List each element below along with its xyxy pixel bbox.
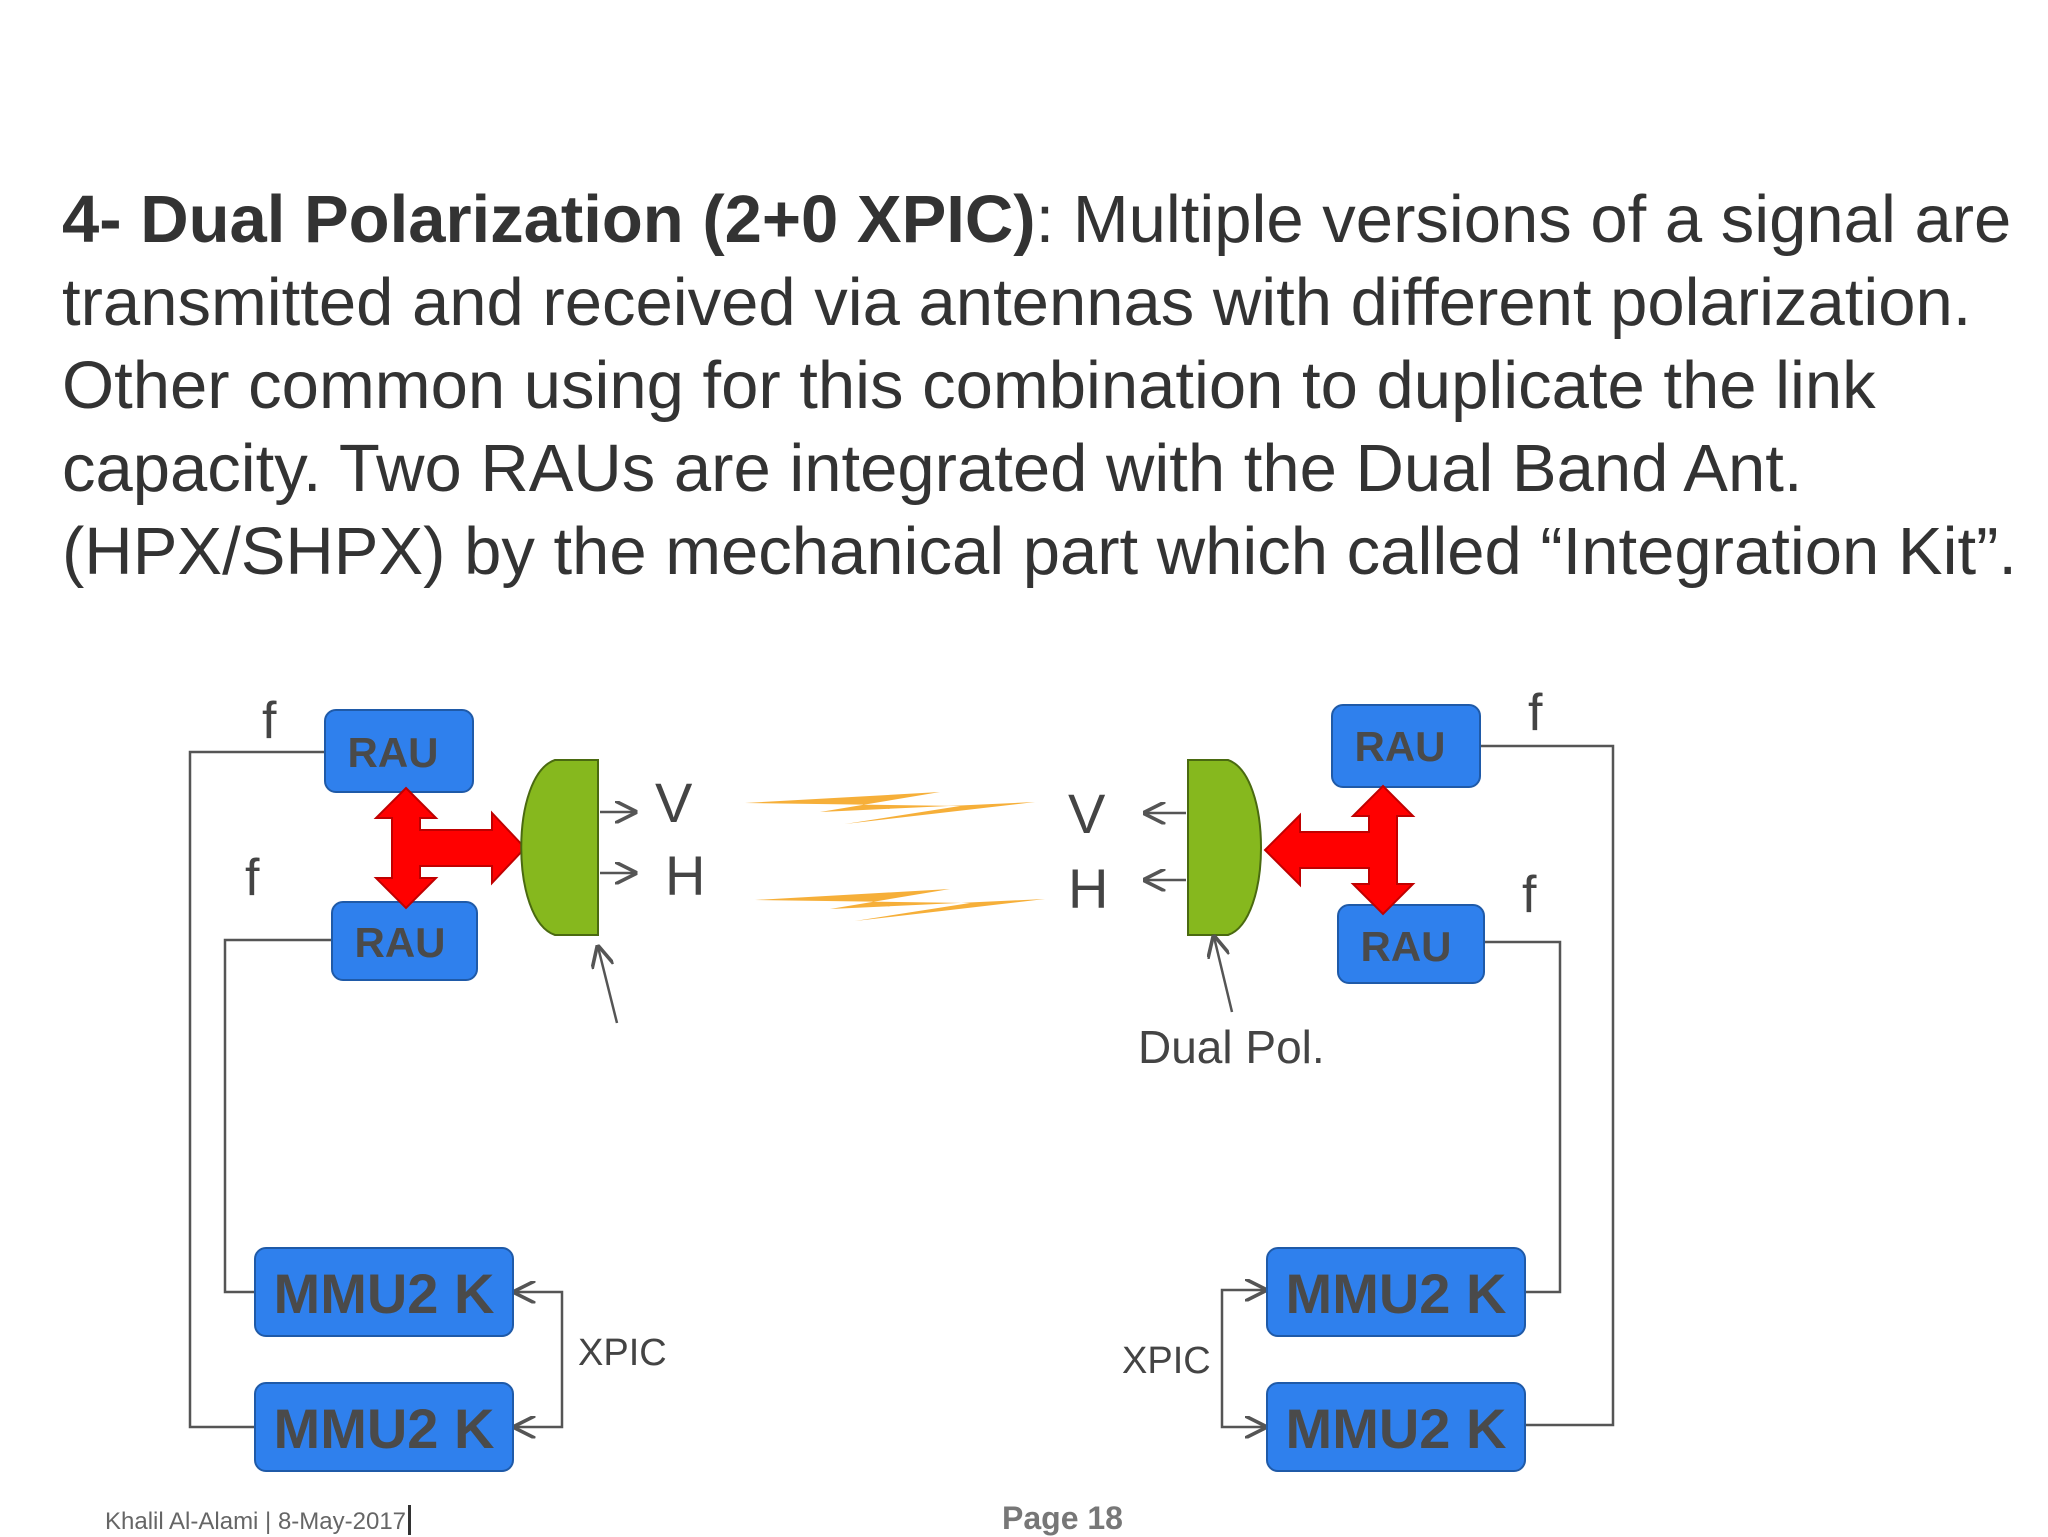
right-mmu-top: MMU2 K xyxy=(1266,1247,1526,1337)
footer-author-date-text: Khalil Al-Alami | 8-May-2017 xyxy=(105,1508,407,1535)
left-freq-top: f xyxy=(262,692,277,750)
right-antenna-pointer xyxy=(1214,937,1234,1013)
slide-heading: 4- Dual Polarization (2+0 XPIC): Multipl… xyxy=(62,178,2022,593)
left-xpic-label: XPIC xyxy=(578,1332,667,1374)
right-wire-outer xyxy=(1480,744,1615,1427)
right-rau-top-label: RAU xyxy=(1355,723,1446,770)
radio-link-v xyxy=(745,792,1035,824)
left-pol-v: V xyxy=(655,771,693,834)
right-mmu-bottom-label: MMU2 K xyxy=(1286,1397,1507,1460)
right-xpic-bracket xyxy=(1220,1290,1265,1427)
left-antenna-pointer xyxy=(598,947,619,1024)
left-freq-bottom: f xyxy=(245,849,260,907)
right-rau-top: RAU xyxy=(1331,704,1481,788)
radio-link-h xyxy=(755,889,1045,921)
left-rau-bottom-label: RAU xyxy=(355,919,446,966)
footer-divider xyxy=(408,1505,412,1535)
left-integration-arrow xyxy=(373,786,527,910)
left-mmu-top: MMU2 K xyxy=(254,1247,514,1337)
right-mmu-top-label: MMU2 K xyxy=(1286,1262,1507,1325)
right-freq-bottom: f xyxy=(1522,866,1537,924)
right-rau-bottom: RAU xyxy=(1337,904,1485,984)
left-rau-top: RAU xyxy=(324,709,474,793)
right-wire-inner xyxy=(1484,940,1562,1294)
footer-page-number: Page 18 xyxy=(1002,1500,1123,1536)
heading-body: : Multiple versions of a signal are tran… xyxy=(62,182,2018,589)
left-wire-inner xyxy=(223,938,332,1294)
right-rau-bottom-label: RAU xyxy=(1361,923,1452,970)
right-xpic-label: XPIC xyxy=(1122,1340,1211,1382)
right-pol-h: H xyxy=(1068,857,1108,920)
left-rau-top-label: RAU xyxy=(348,729,439,776)
footer-author-date: Khalil Al-Alami | 8-May-2017 xyxy=(105,1505,412,1536)
left-antenna xyxy=(520,759,599,936)
left-pol-h: H xyxy=(665,844,705,907)
left-mmu-bottom: MMU2 K xyxy=(254,1382,514,1472)
right-antenna-label: Dual Pol. xyxy=(1138,1021,1325,1073)
left-xpic-bracket xyxy=(515,1292,564,1427)
right-freq-top: f xyxy=(1528,684,1543,742)
heading-title: 4- Dual Polarization (2+0 XPIC) xyxy=(62,182,1036,257)
right-integration-arrow xyxy=(1263,784,1416,916)
left-rau-bottom: RAU xyxy=(331,901,478,981)
left-wire-outer xyxy=(188,750,325,1429)
left-mmu-top-label: MMU2 K xyxy=(274,1262,495,1325)
left-mmu-bottom-label: MMU2 K xyxy=(274,1397,495,1460)
right-mmu-bottom: MMU2 K xyxy=(1266,1382,1526,1472)
right-antenna xyxy=(1187,759,1262,936)
right-pol-v: V xyxy=(1068,782,1106,845)
